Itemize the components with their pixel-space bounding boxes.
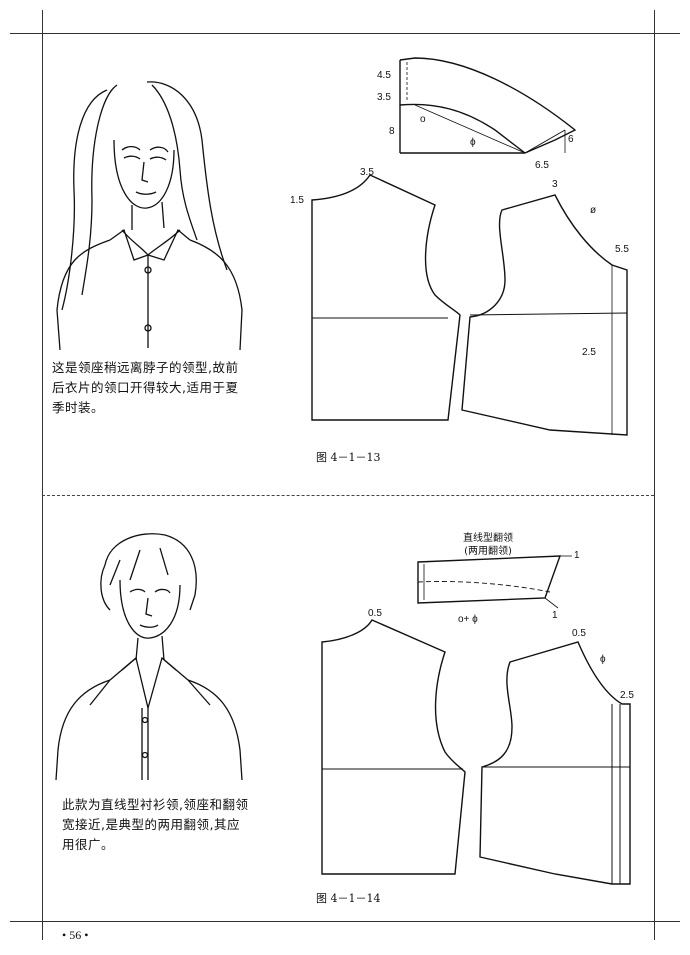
back2-symbol: ϕ: [600, 654, 606, 665]
page-number: • 56 •: [62, 928, 89, 942]
woman-illustration-long-hair: [56, 81, 243, 351]
collar1-dim-3.5: 3.5: [377, 92, 391, 103]
back1-dim-3: 3: [552, 179, 558, 190]
figure-caption-1: 图 4－1－13: [316, 451, 381, 464]
front1-dim-1.5: 1.5: [290, 195, 304, 206]
bottom-rule: [10, 921, 680, 922]
top-rule: [10, 33, 680, 34]
back1-symbol: ø: [590, 205, 596, 216]
back1-dim-5.5: 5.5: [615, 244, 629, 255]
collar1-circle-symbol: o: [420, 114, 426, 125]
back2-dim-2.5: 2.5: [620, 690, 634, 701]
front2-dim-0.5: 0.5: [368, 608, 382, 619]
right-rule: [654, 10, 655, 940]
back2-dim-0.5: 0.5: [572, 628, 586, 639]
collar2-title: 直线型翻领 (两用翻领): [448, 532, 528, 558]
collar2-dim-top: 1: [574, 550, 580, 561]
collar-pattern-2: 1 1 o+ ϕ: [417, 550, 580, 625]
figure-caption-2: 图 4－1－14: [316, 892, 381, 905]
collar1-dim-4.5: 4.5: [377, 70, 391, 81]
bodice-pattern-2: 0.5 0.5 2.5 ϕ: [321, 608, 634, 885]
collar2-title-line2: (两用翻领): [464, 546, 512, 557]
collar-pattern-1: 4.5 3.5 8 6 6.5 o ϕ: [377, 57, 577, 171]
collar1-dim-8: 8: [389, 126, 395, 137]
back1-dim-2.5: 2.5: [582, 347, 596, 358]
section1-description: 这是领座稍远离脖子的领型,故前后衣片的领口开得较大,适用于夏季时装。: [52, 360, 239, 415]
collar2-formula: o+ ϕ: [458, 614, 478, 625]
left-rule: [42, 10, 43, 940]
collar1-phi-symbol: ϕ: [470, 137, 476, 148]
collar2-dim-bottom: 1: [552, 610, 558, 621]
collar1-dim-6: 6: [568, 134, 574, 145]
bodice-pattern-1: 3.5 1.5 3 5.5 2.5 ø: [290, 167, 629, 436]
woman-illustration-short-hair: [55, 533, 243, 781]
collar2-title-line1: 直线型翻领: [463, 533, 513, 544]
collar1-dim-6.5: 6.5: [535, 160, 549, 171]
front1-dim-3.5: 3.5: [360, 167, 374, 178]
section2-description: 此款为直线型衬衫领,领座和翻领宽接近,是典型的两用翻领,其应用很广。: [62, 797, 249, 852]
section-divider: [42, 495, 654, 496]
